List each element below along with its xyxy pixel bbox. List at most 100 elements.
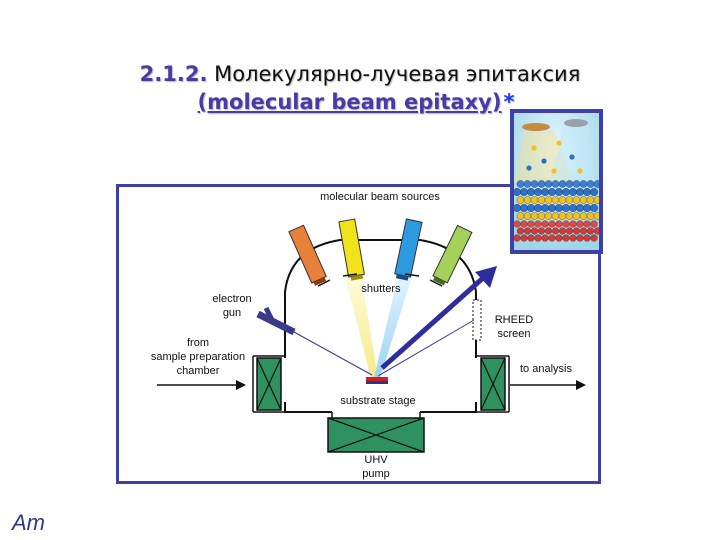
falling-atom (577, 168, 583, 174)
atom (541, 220, 549, 228)
atom (569, 220, 577, 228)
atom (537, 180, 546, 188)
atom (572, 180, 581, 188)
atom (590, 234, 598, 242)
yellow-beam (343, 268, 378, 378)
from-arrow (157, 380, 246, 390)
atom (558, 180, 567, 188)
atom (548, 204, 556, 212)
atom (523, 212, 532, 220)
atom (551, 180, 560, 188)
atom (514, 204, 521, 212)
atom (583, 234, 591, 242)
atom (537, 212, 546, 220)
falling-atom (569, 154, 575, 160)
label-to-analysis: to analysis (520, 363, 572, 375)
atom (541, 188, 549, 196)
atom (593, 196, 599, 204)
atom (548, 188, 556, 196)
atom (569, 204, 577, 212)
atom (534, 204, 542, 212)
rheed-screen (377, 299, 482, 377)
atom (523, 227, 532, 235)
label-rheed-2: screen (497, 328, 530, 340)
atom (527, 188, 535, 196)
atom (514, 234, 521, 242)
atom (593, 227, 599, 235)
left-gate-valve (252, 355, 285, 413)
atom (527, 220, 535, 228)
atom (544, 212, 553, 220)
atom (579, 180, 588, 188)
atom (583, 188, 591, 196)
label-uhv-2: pump (362, 468, 390, 480)
section-number: 2.1.2. (139, 62, 208, 86)
atom (514, 220, 521, 228)
label-from-3: chamber (177, 365, 220, 377)
atom (523, 196, 532, 204)
atom (534, 220, 542, 228)
label-from-2: sample preparation (151, 351, 245, 363)
logo-text: Am (10, 510, 45, 534)
source-orange (288, 224, 327, 286)
title-english: (molecular beam epitaxy) (197, 90, 502, 114)
atom (516, 212, 525, 220)
atom (530, 212, 539, 220)
atom (562, 234, 570, 242)
atom (555, 234, 563, 242)
atom (562, 204, 570, 212)
atom (527, 234, 535, 242)
atom (544, 180, 553, 188)
falling-atom (551, 168, 557, 174)
mbe-illustration (514, 113, 599, 250)
atom (590, 188, 598, 196)
atom (534, 234, 542, 242)
atom (576, 188, 584, 196)
atom (558, 227, 567, 235)
uhv-pump (327, 412, 425, 453)
atom (555, 220, 563, 228)
label-uhv-1: UHV (364, 454, 388, 466)
electron-gun (256, 306, 373, 376)
reflection-arrow (380, 266, 497, 370)
atom (520, 188, 528, 196)
atom (565, 212, 574, 220)
atom (514, 188, 521, 196)
label-shutters: shutters (361, 283, 401, 295)
atom (583, 204, 591, 212)
atom (520, 220, 528, 228)
atom (548, 234, 556, 242)
label-from-1: from (187, 337, 209, 349)
label-substrate: substrate stage (340, 395, 415, 407)
atom (551, 196, 560, 204)
atom (590, 220, 598, 228)
atom (537, 227, 546, 235)
atom (530, 196, 539, 204)
atom (562, 220, 570, 228)
atom (523, 180, 532, 188)
atom (555, 188, 563, 196)
to-arrow (510, 380, 586, 390)
atom (555, 204, 563, 212)
atom (565, 227, 574, 235)
page-title: 2.1.2. Молекулярно-лучевая эпитаксия (0, 62, 720, 86)
atom (586, 180, 595, 188)
atom (534, 188, 542, 196)
atom (593, 180, 599, 188)
page-subtitle: (molecular beam epitaxy)* (0, 90, 712, 114)
atom (551, 227, 560, 235)
footnote-star: * (503, 90, 515, 114)
atom (520, 204, 528, 212)
atom (558, 196, 567, 204)
atom (572, 196, 581, 204)
atom (579, 196, 588, 204)
atom (551, 212, 560, 220)
atom (569, 188, 577, 196)
source-blue (394, 218, 423, 281)
atom (544, 196, 553, 204)
atom (541, 234, 549, 242)
atom (579, 227, 588, 235)
atom (576, 220, 584, 228)
right-gate-valve (476, 355, 510, 413)
